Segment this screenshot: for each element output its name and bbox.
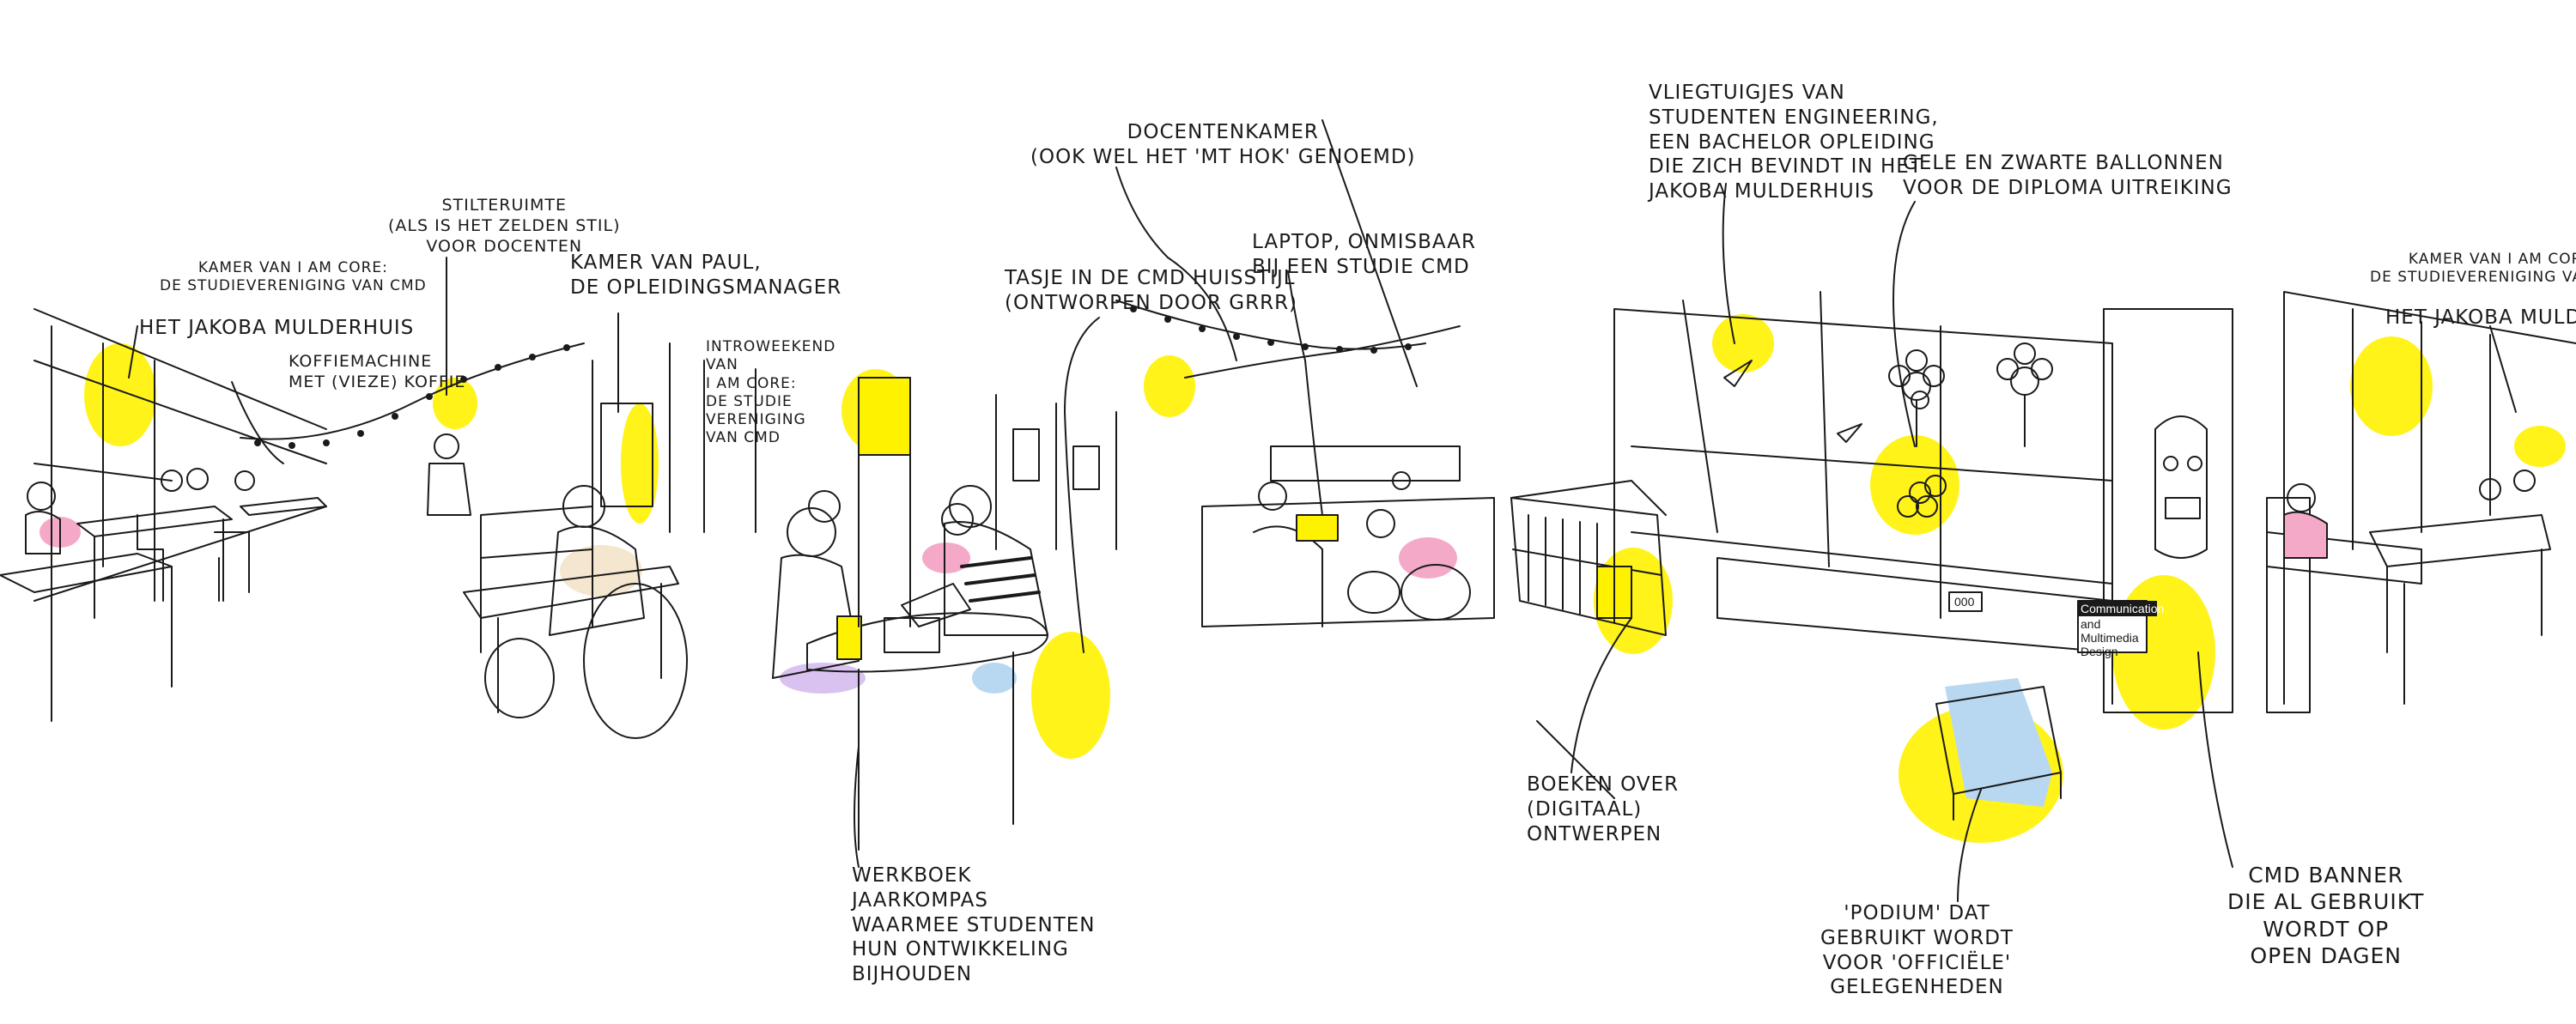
banner-line-2: and bbox=[2081, 617, 2100, 631]
annotation-podium: 'Podium' dat gebruikt wordt voor 'offici… bbox=[1820, 902, 2014, 999]
annotation-kamer-paul: Kamer van Paul, de opleidingsmanager bbox=[570, 251, 842, 299]
annotation-kamer-i-am-core-right: Kamer van I Am Core: de studievereniging… bbox=[2370, 251, 2576, 287]
annotation-vliegtuigjes: Vliegtuigjes van studenten Engineering, … bbox=[1649, 82, 1939, 203]
annotation-kamer-i-am-core-left: Kamer van I Am Core: de studievereniging… bbox=[160, 259, 427, 295]
annotation-jakoba-right: Het Jakoba Mulderhuis bbox=[2385, 306, 2576, 329]
annotation-jakoba-left: Het Jakoba Mulderhuis bbox=[139, 317, 415, 339]
banner-line-1: Communication bbox=[2081, 602, 2164, 615]
annotation-docentenkamer: Docentenkamer (ook wel het 'MT Hok' geno… bbox=[1030, 121, 1416, 168]
annotation-stilteruimte: Stilteruimte (als is het zelden stil) vo… bbox=[388, 196, 621, 256]
annotation-boeken: Boeken over (digitaal) ontwerpen bbox=[1527, 773, 1680, 845]
banner-text: Communication and Multimedia Design 000 bbox=[1954, 595, 2164, 658]
banner-line-3: Multimedia bbox=[2081, 631, 2139, 645]
annotation-tasje: Tasje in de CMD huisstijl (ontworpen doo… bbox=[1005, 267, 1298, 314]
yellow-highlights bbox=[84, 314, 2566, 843]
pastel-fills bbox=[39, 517, 2052, 807]
banner-line-4: Design bbox=[2081, 645, 2118, 658]
annotation-koffiemachine: Koffiemachine met (vieze) koffie bbox=[289, 352, 466, 391]
annotation-ballonnen: Gele en zwarte ballonnen voor de diploma… bbox=[1903, 152, 2233, 199]
window-box-number: 000 bbox=[1954, 595, 1975, 609]
annotation-werkboek: Werkboek Jaarkompas waarmee studenten hu… bbox=[852, 864, 1096, 985]
annotation-cmd-banner: CMD banner die al gebruikt wordt op open… bbox=[2227, 863, 2425, 968]
annotation-laptop: Laptop, onmisbaar bij een studie CMD bbox=[1252, 231, 1476, 278]
annotation-introweekend: Introweekend van I Am Core: de studie ve… bbox=[706, 338, 836, 447]
